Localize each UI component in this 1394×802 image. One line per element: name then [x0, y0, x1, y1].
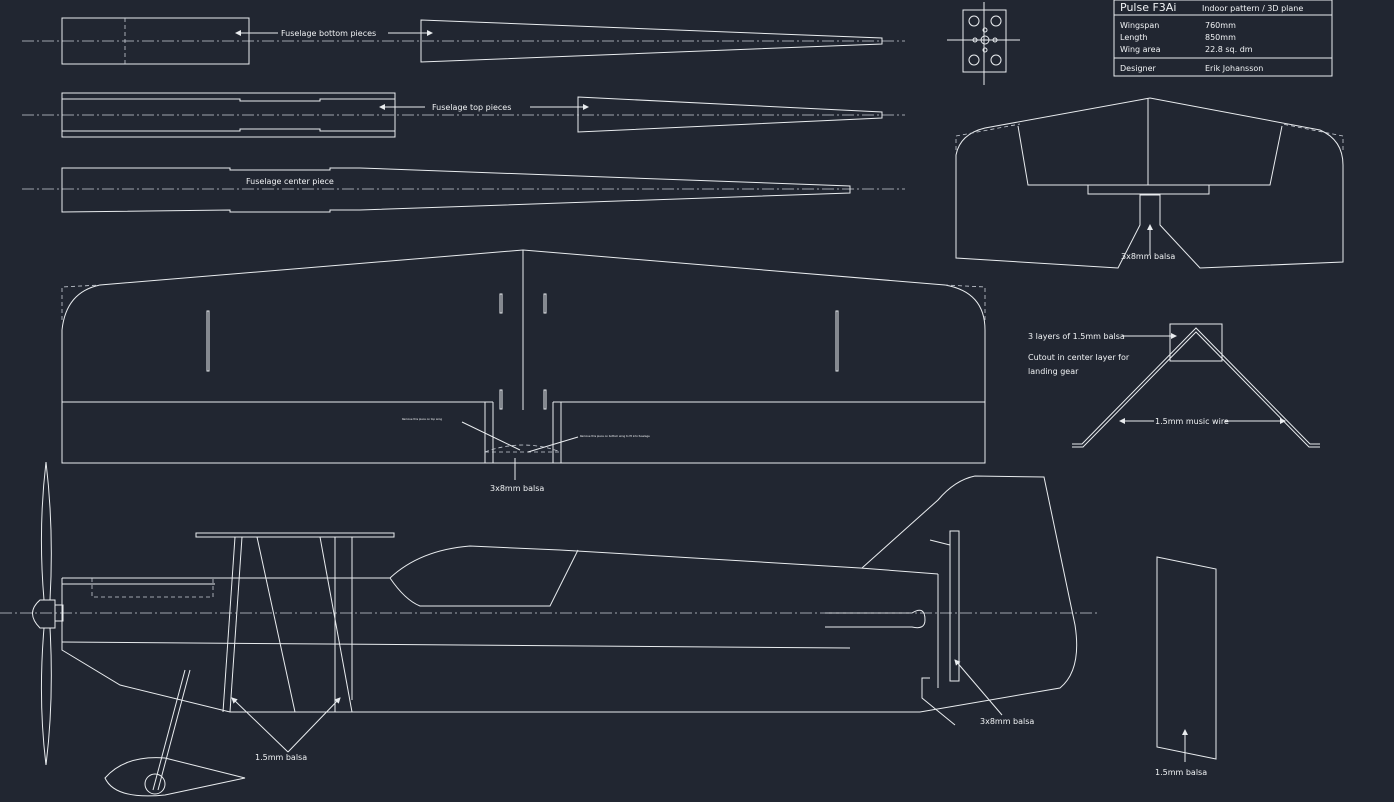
spec-length-value: 850mm [1205, 33, 1236, 42]
label-side-balsa-15: 1.5mm balsa [255, 753, 307, 762]
designer-name: Erik Johansson [1205, 64, 1263, 73]
label-wing-note-left: Remove this piece on top wing [402, 417, 442, 421]
wing-view: Remove this piece on top wing Remove thi… [61, 249, 986, 493]
title-block: Pulse F3Ai Indoor pattern / 3D plane Win… [1113, 0, 1333, 77]
side-view: 1.5mm balsa 3x8mm balsa [0, 461, 1100, 797]
landing-gear-view: 3 layers of 1.5mm balsa Cutout in center… [1028, 323, 1320, 448]
label-fuselage-bottom: Fuselage bottom pieces [281, 29, 376, 38]
label-wing-note-right: Remove this piece on bottom wing to fit … [580, 434, 650, 438]
propeller-blade-top [40, 461, 52, 601]
front-view [947, 2, 1020, 85]
spec-wingarea-value: 22.8 sq. dm [1205, 45, 1253, 54]
label-gear-cutout-2: landing gear [1028, 367, 1079, 376]
label-side-balsa-38: 3x8mm balsa [980, 717, 1034, 726]
plane-title: Pulse F3Ai [1120, 1, 1176, 14]
label-rudder-balsa: 1.5mm balsa [1155, 768, 1207, 777]
label-music-wire: 1.5mm music wire [1155, 417, 1229, 426]
label-gear-layers: 3 layers of 1.5mm balsa [1028, 332, 1125, 341]
propeller-blade-bottom [40, 627, 52, 766]
spec-length-label: Length [1120, 33, 1148, 42]
label-fuselage-center: Fuselage center piece [246, 177, 334, 186]
plane-subtitle: Indoor pattern / 3D plane [1202, 4, 1303, 13]
fuselage-center-piece: Fuselage center piece [22, 167, 905, 213]
designer-label: Designer [1120, 64, 1157, 73]
label-gear-cutout-1: Cutout in center layer for [1028, 353, 1130, 362]
stabilizer-view: 3x8mm balsa [955, 97, 1344, 269]
label-tail-balsa: 3x8mm balsa [1121, 252, 1175, 261]
spec-wingspan-value: 760mm [1205, 21, 1236, 30]
label-wing-balsa: 3x8mm balsa [490, 484, 544, 493]
rudder-piece: 1.5mm balsa [1155, 556, 1217, 777]
fuselage-bottom-pieces: Fuselage bottom pieces [22, 17, 905, 65]
spec-wingspan-label: Wingspan [1120, 21, 1159, 30]
fuselage-top-pieces: Fuselage top pieces [22, 92, 905, 138]
spec-wingarea-label: Wing area [1120, 45, 1161, 54]
label-fuselage-top: Fuselage top pieces [432, 103, 511, 112]
